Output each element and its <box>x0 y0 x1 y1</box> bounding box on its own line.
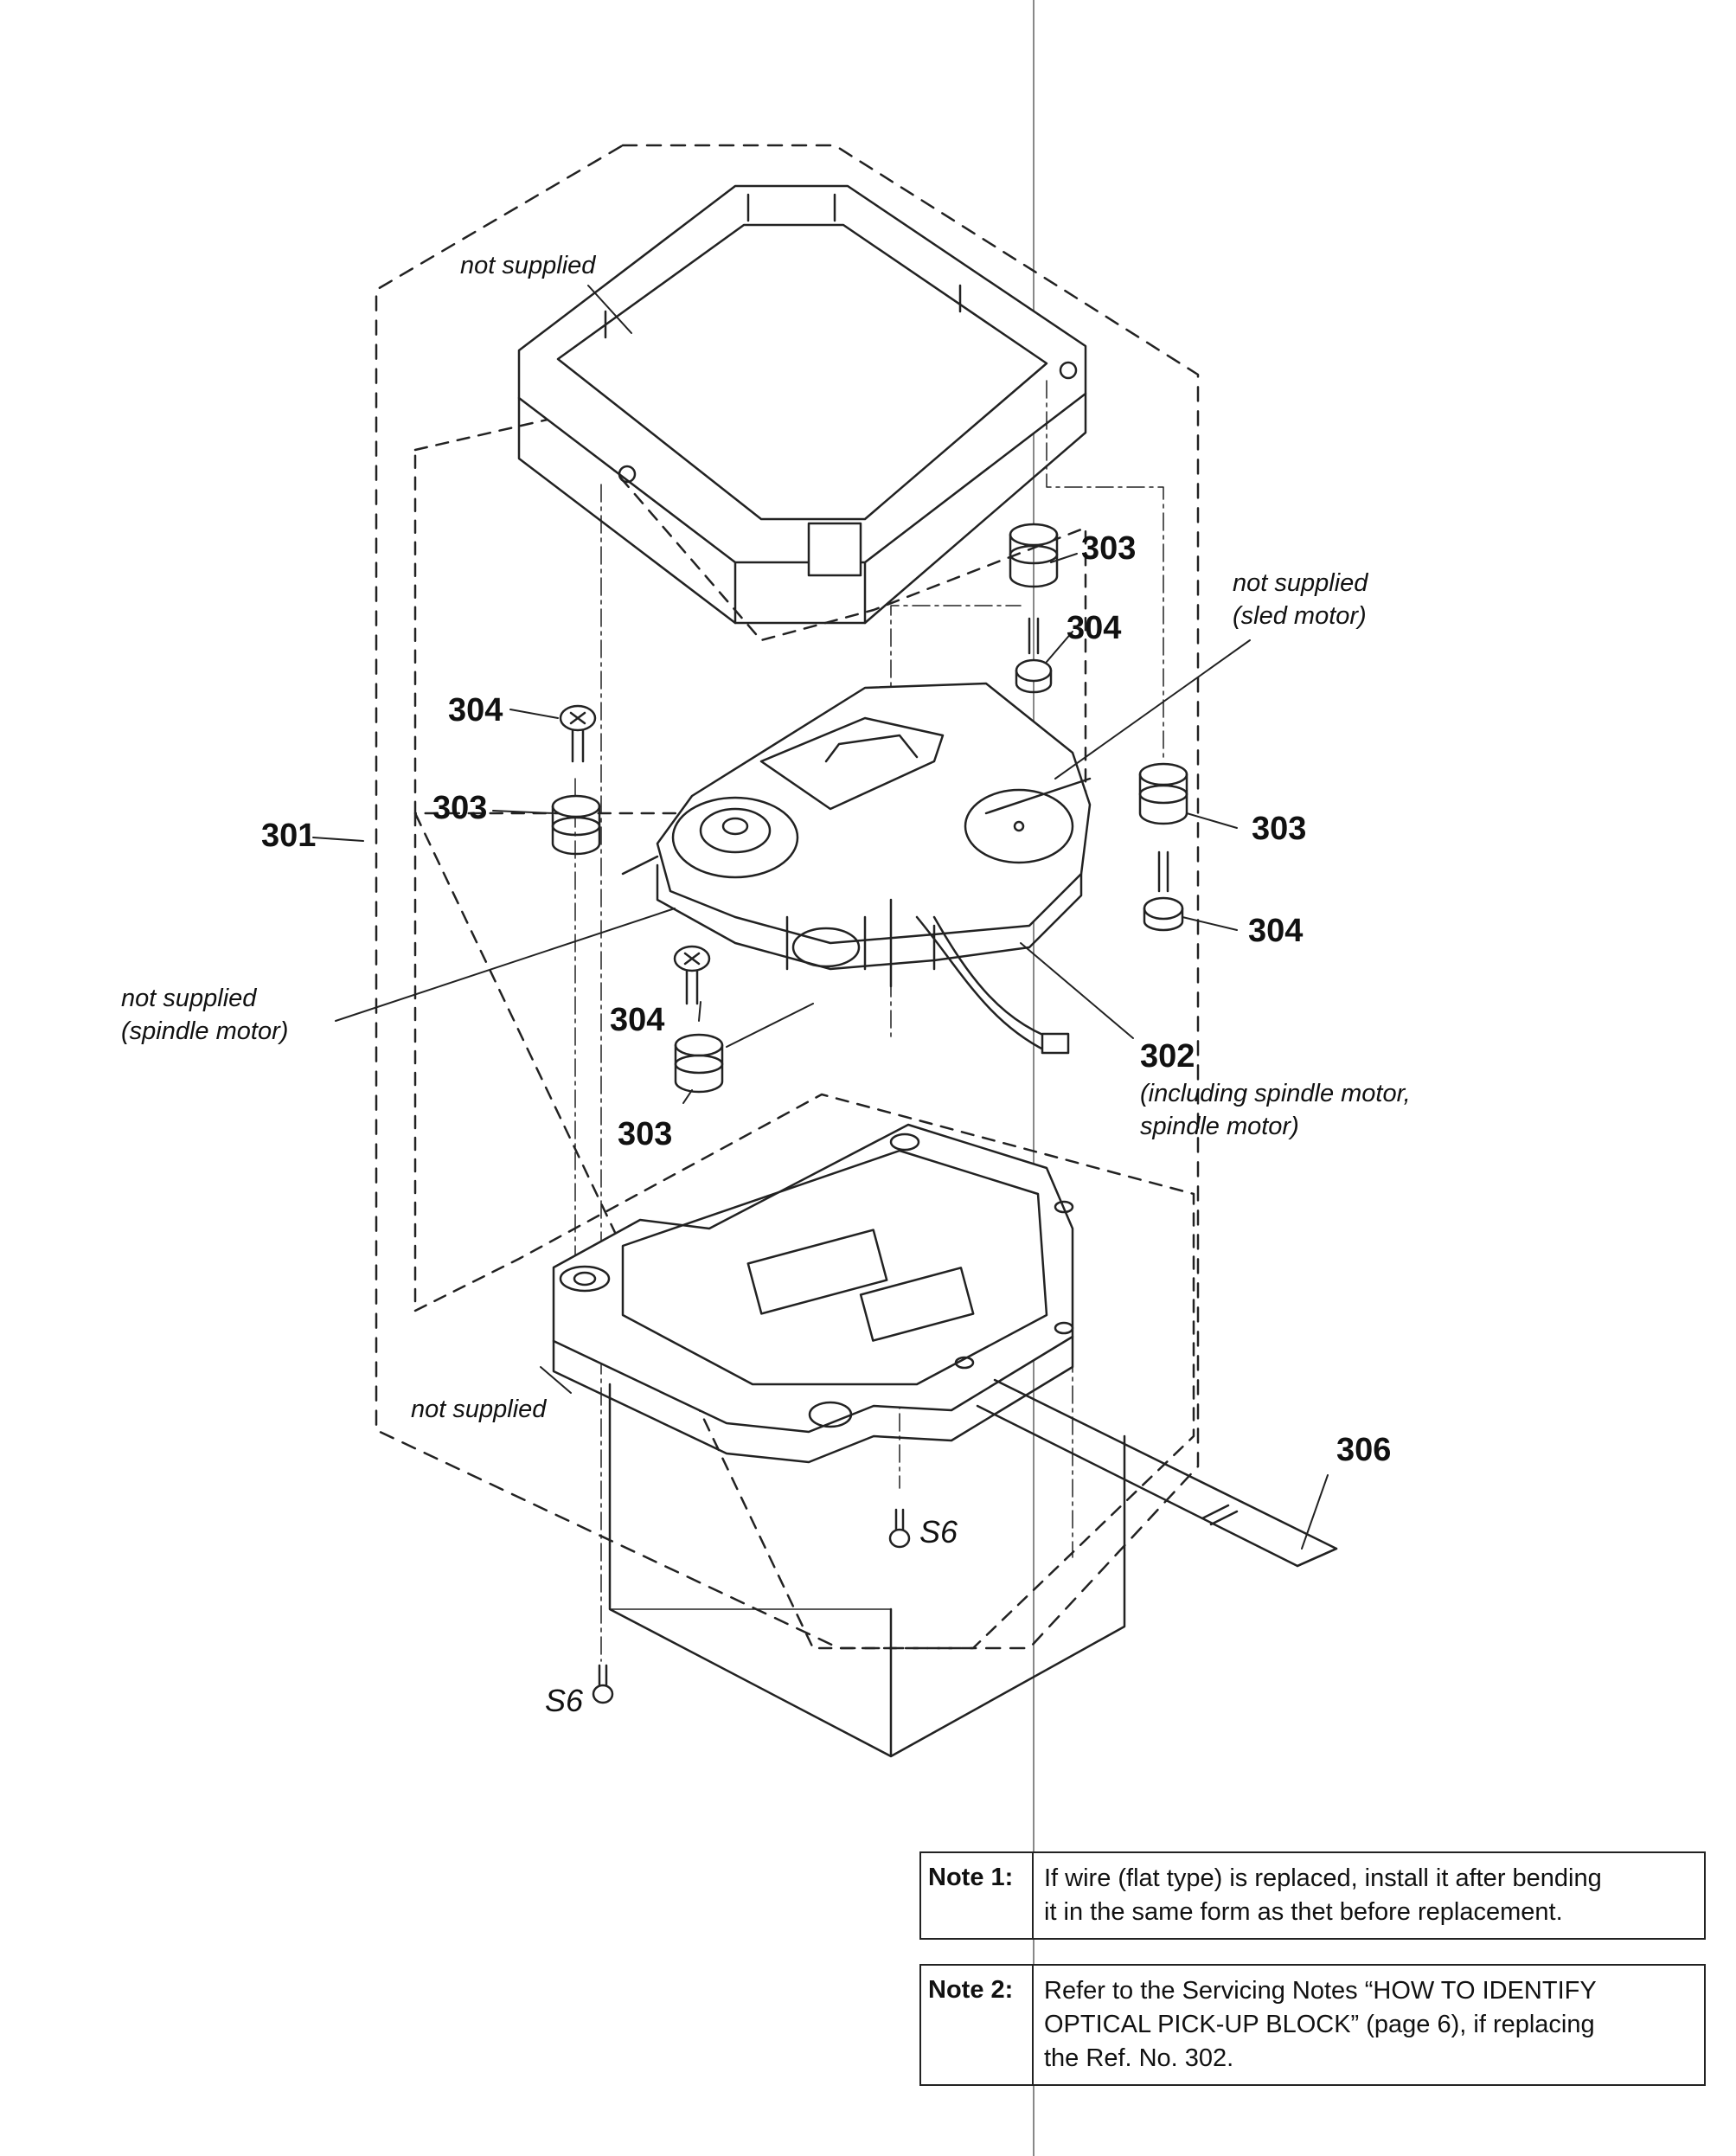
screw-304-top <box>1015 617 1053 694</box>
ref-304-top: 304 <box>1067 610 1122 646</box>
insulator-303-top <box>1009 523 1059 588</box>
upper-frame <box>517 184 1087 625</box>
note-2-box: Note 2: Refer to the Servicing Notes “HO… <box>919 1964 1706 2086</box>
caption-sled-motor-line-1: not supplied <box>1233 569 1368 597</box>
note-1-line-1: If wire (flat type) is replaced, install… <box>1044 1864 1602 1892</box>
caption-spindle-motor: not supplied (spindle motor) <box>121 982 288 1048</box>
caption-302-line-1: (including spindle motor, <box>1140 1080 1411 1107</box>
note-2-text: Refer to the Servicing Notes “HOW TO IDE… <box>1034 1966 1704 2084</box>
ref-304-bottom: 304 <box>610 1002 665 1038</box>
ref-301: 301 <box>261 818 317 854</box>
caption-spindle-motor-line-2: (spindle motor) <box>121 1017 289 1045</box>
screw-s6-left-label: S6 <box>545 1683 584 1718</box>
insulator-303-bottom <box>674 1033 724 1094</box>
screw-s6-left <box>592 1664 614 1704</box>
note-2-line-3: the Ref. No. 302. <box>1044 2044 1234 2072</box>
screw-304-bottom <box>673 945 711 1005</box>
ref-306: 306 <box>1336 1432 1392 1468</box>
ref-303-right: 303 <box>1252 811 1307 847</box>
screw-304-left <box>559 704 597 763</box>
ref-303-bottom: 303 <box>618 1116 673 1152</box>
insulator-303-left <box>551 794 601 856</box>
caption-302-line-2: spindle motor) <box>1140 1113 1299 1140</box>
caption-sled-motor: not supplied (sled motor) <box>1233 567 1368 632</box>
note-1-text: If wire (flat type) is replaced, install… <box>1034 1853 1704 1938</box>
ref-303-left: 303 <box>432 790 488 826</box>
screw-s6-center <box>888 1508 911 1549</box>
note-2-label: Note 2: <box>921 1966 1034 2084</box>
caption-sled-motor-line-2: (sled motor) <box>1233 602 1367 630</box>
lower-base <box>552 1123 1074 1464</box>
caption-not-supplied-bottom: not supplied <box>411 1396 547 1423</box>
screw-304-right <box>1143 850 1184 932</box>
flat-cable-306 <box>976 1378 1338 1568</box>
caption-302: (including spindle motor, spindle motor) <box>1140 1077 1411 1143</box>
assembly-boundary-301 <box>375 144 1200 1650</box>
lower-group-boundary <box>413 812 1195 1650</box>
optical-pickup-302 <box>621 682 1092 1055</box>
ref-303-top: 303 <box>1081 530 1137 567</box>
insulator-303-right <box>1138 762 1188 825</box>
note-2-line-1: Refer to the Servicing Notes “HOW TO IDE… <box>1044 1977 1597 2005</box>
note-1-line-2: it in the same form as thet before repla… <box>1044 1898 1563 1926</box>
caption-spindle-motor-line-1: not supplied <box>121 985 257 1012</box>
note-1-box: Note 1: If wire (flat type) is replaced,… <box>919 1851 1706 1940</box>
note-1-label: Note 1: <box>921 1853 1034 1938</box>
ref-302: 302 <box>1140 1038 1195 1075</box>
screw-s6-center-label: S6 <box>919 1514 958 1550</box>
background-box <box>608 1383 1126 1758</box>
ref-304-right: 304 <box>1248 913 1304 949</box>
ref-304-left: 304 <box>448 692 503 728</box>
caption-not-supplied-top: not supplied <box>460 252 596 279</box>
note-2-line-2: OPTICAL PICK-UP BLOCK” (page 6), if repl… <box>1044 2011 1595 2038</box>
